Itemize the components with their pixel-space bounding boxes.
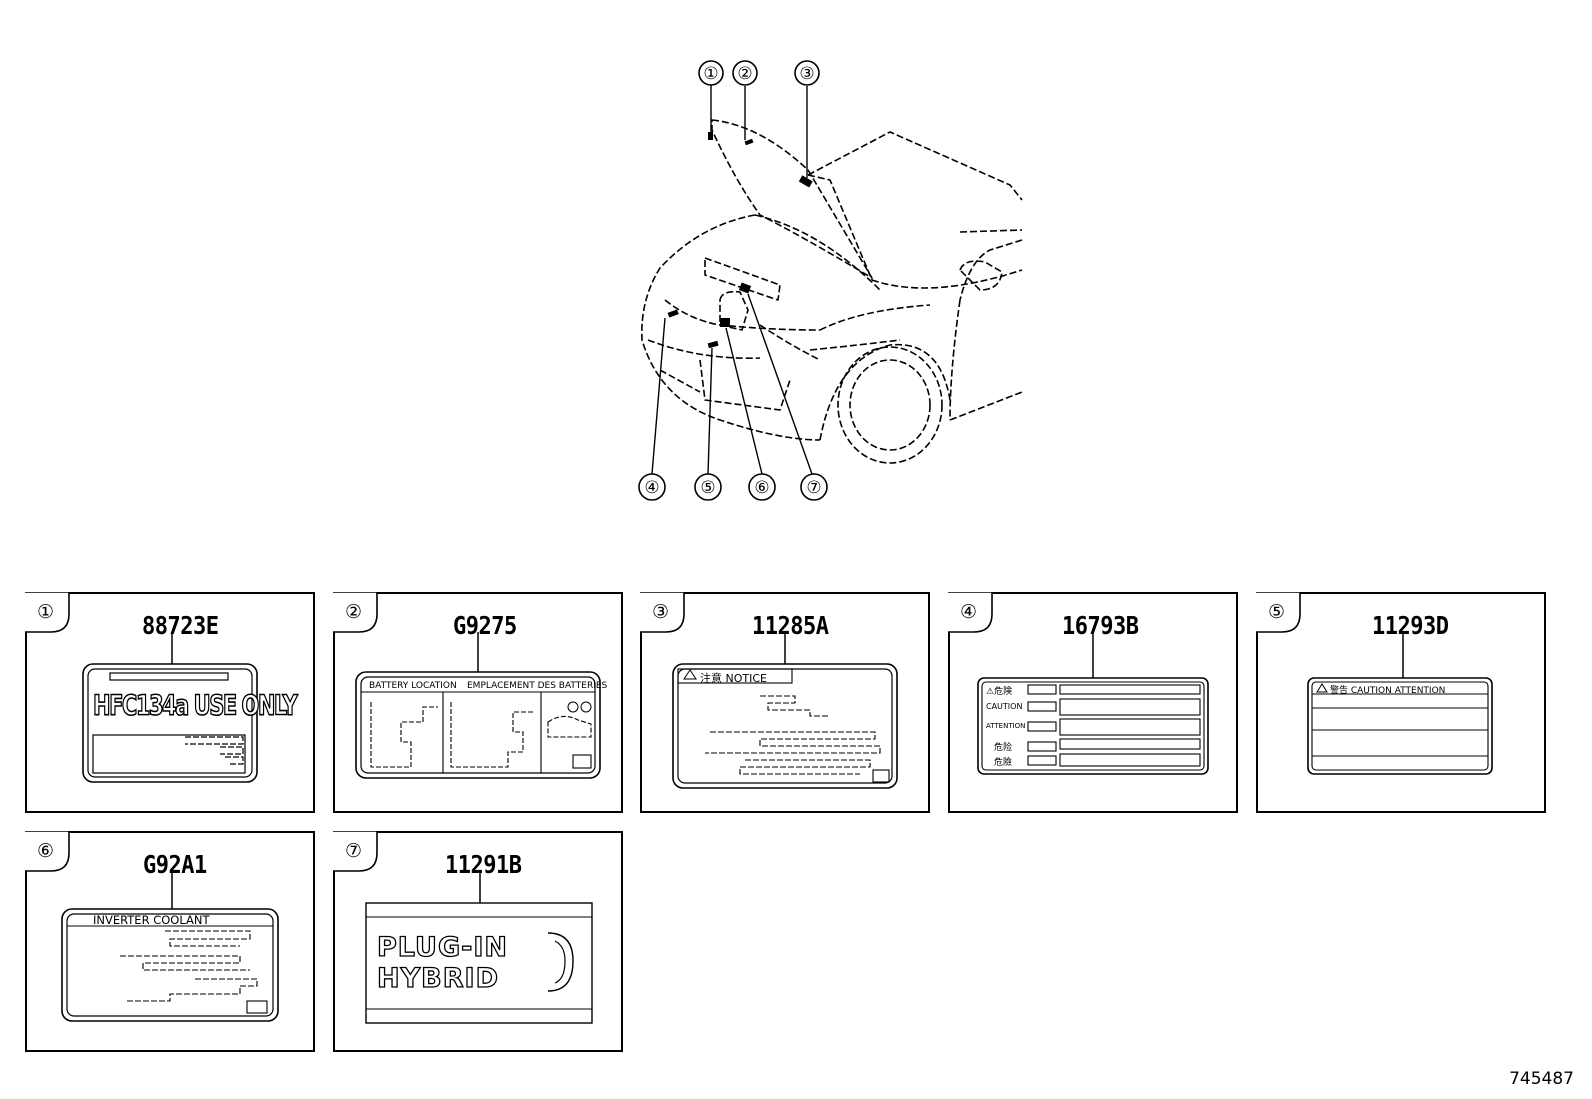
part-number: 16793B: [1062, 612, 1139, 641]
label-text: HFC134a USE ONLY: [92, 689, 298, 722]
label-heading-right: EMPLACEMENT DES BATTERIES: [467, 681, 608, 691]
panel-G92A1: ⑥ G92A1 INVERTER COOLANT: [25, 831, 315, 1052]
panel-number: ①: [37, 601, 55, 623]
callout-5: ⑤: [700, 478, 715, 498]
panel-number: ⑥: [37, 840, 55, 862]
label-heading: INVERTER COOLANT: [93, 913, 210, 927]
label-row-1: ⚠危険: [986, 687, 1013, 697]
label-heading-left: BATTERY LOCATION: [369, 681, 457, 691]
label-heading: 警告 CAUTION ATTENTION: [1330, 686, 1446, 696]
panel-11291B: ⑦ 11291B PLUG-IN HYBRID: [333, 831, 623, 1052]
label-row-2: CAUTION: [986, 702, 1023, 711]
part-number: 11285A: [752, 612, 829, 641]
label-line-1: PLUG-IN: [376, 931, 508, 963]
panel-G9275: ② G9275 BATTERY LOCATION EMPLACEMENT DES…: [333, 592, 623, 813]
callout-7: ⑦: [806, 478, 821, 498]
label-heading: 注意 NOTICE: [700, 672, 767, 685]
panel-number: ⑤: [1268, 601, 1286, 623]
panel-16793B: ④ 16793B ⚠危険 CAUTION ATTENTION 危险 危險: [948, 592, 1238, 813]
panel-number: ③: [652, 601, 670, 623]
label-line-2: HYBRID: [376, 962, 499, 994]
panel-number: ⑦: [345, 840, 363, 862]
part-number: G92A1: [143, 851, 207, 880]
diagram-code: 745487: [1509, 1069, 1574, 1089]
part-number: 88723E: [142, 612, 219, 641]
callout-2: ②: [737, 64, 752, 84]
part-number: G9275: [453, 612, 517, 641]
panel-11293D: ⑤ 11293D 警告 CAUTION ATTENTION: [1256, 592, 1546, 813]
panel-number: ②: [345, 601, 363, 623]
label-row-5: 危險: [994, 758, 1013, 768]
callout-4: ④: [644, 478, 659, 498]
panel-11285A: ③ 11285A 注意 NOTICE: [640, 592, 930, 813]
panel-88723E: ① 88723E HFC134a USE ONLY: [25, 592, 315, 813]
vehicle-illustration: ① ② ③ ④ ⑤ ⑥ ⑦: [638, 60, 1023, 501]
callout-3: ③: [799, 64, 814, 84]
part-number: 11293D: [1372, 612, 1449, 641]
label-row-4: 危险: [994, 743, 1013, 753]
part-number: 11291B: [445, 851, 522, 880]
label-row-3: ATTENTION: [986, 722, 1026, 730]
panel-number: ④: [960, 601, 978, 623]
callout-1: ①: [703, 64, 718, 84]
callout-6: ⑥: [754, 478, 769, 498]
